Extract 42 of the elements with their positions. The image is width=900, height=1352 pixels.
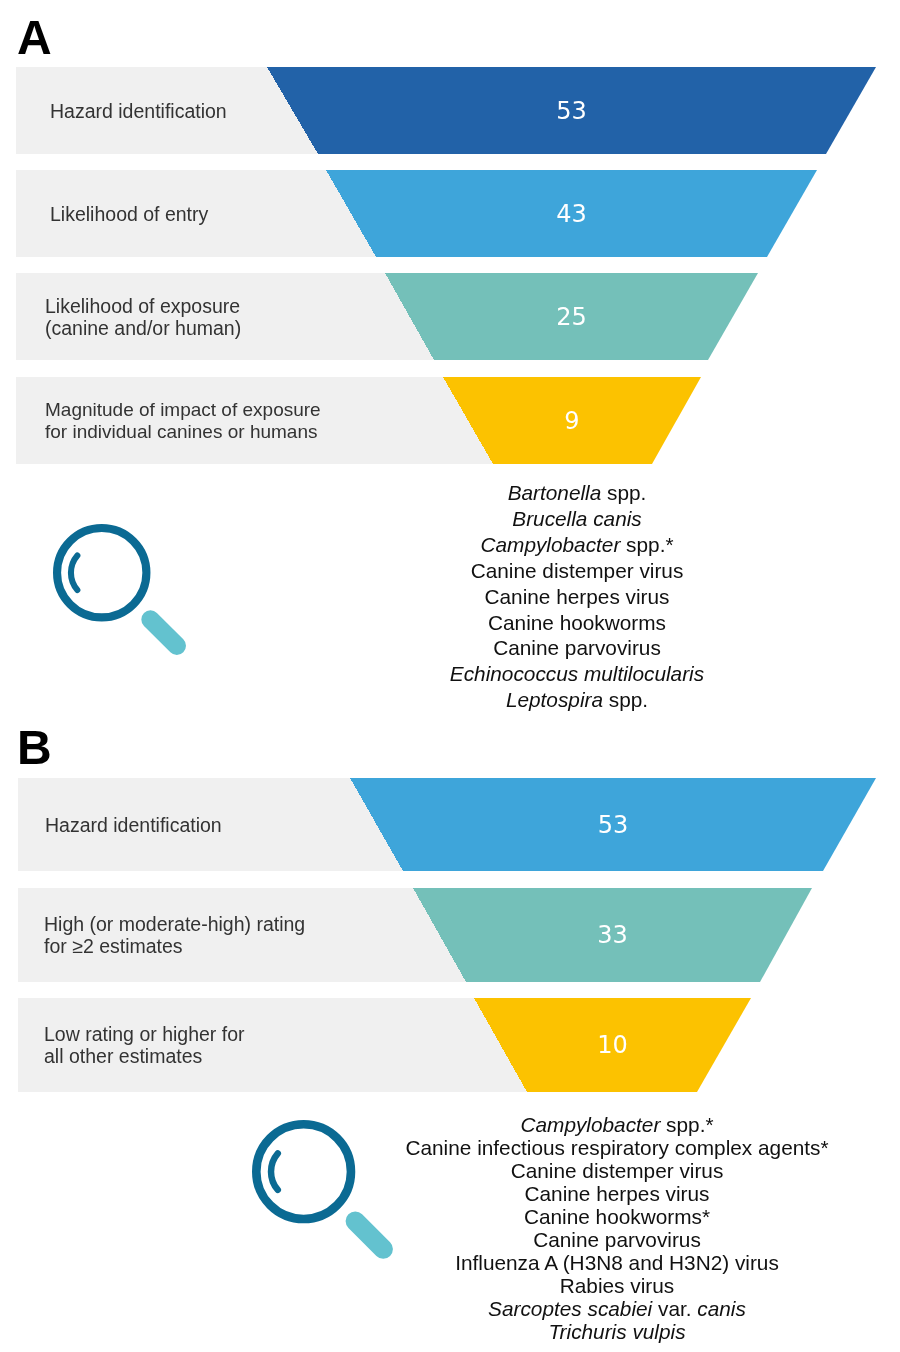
pathogen-name: Rabies virus: [559, 1274, 675, 1297]
pathogen-name: Canine parvovirus: [533, 1228, 701, 1251]
stage-band: [16, 273, 385, 360]
stage-label: Likelihood of exposure (canine and/or human): [45, 294, 243, 339]
count-label: 53: [597, 810, 629, 839]
pathogen-name: Trichuris vulpis: [548, 1320, 686, 1343]
stage-band: [18, 888, 413, 982]
panel-letter: B: [17, 724, 52, 772]
pathogen-name: Bartonella spp.: [507, 480, 647, 506]
stage-band: [18, 778, 350, 871]
stage-band: [16, 377, 443, 464]
pathogen-name: Canine infectious respiratory complex agents*: [405, 1136, 829, 1159]
count-label: 43: [556, 199, 587, 228]
stage-label: Low rating or higher for all other estimates: [44, 1023, 246, 1067]
pathogen-name: Brucella canis: [512, 505, 642, 532]
stage-band: [16, 170, 326, 257]
panel-letter: A: [17, 14, 52, 62]
count-label: 10: [597, 1031, 628, 1059]
stage-label: Magnitude of impact of exposure for individual canines or humans: [45, 398, 322, 443]
pathogen-name: Leptospira spp.: [505, 687, 649, 714]
pathogen-name: Canine distemper virus: [510, 1159, 724, 1182]
pathogen-name: Echinococcus multilocularis: [449, 661, 705, 688]
count-label: 33: [597, 921, 628, 949]
pathogen-name: Canine hookworms: [488, 609, 666, 636]
stage-label: Likelihood of entry: [50, 202, 209, 225]
stage-label: Hazard identification: [45, 813, 222, 836]
pathogen-name: Canine hookworms*: [523, 1205, 711, 1228]
pathogen-name: Influenza A (H3N8 and H3N2) virus: [455, 1251, 779, 1274]
stage-label: High (or moderate-high) rating for ≥2 estimates: [44, 913, 307, 957]
count-label: 9: [564, 406, 580, 435]
count-label: 25: [556, 302, 587, 331]
stage-band: [18, 998, 474, 1092]
stage-label: Hazard identification: [50, 99, 227, 122]
pathogen-name: Campylobacter spp.*: [480, 531, 674, 558]
pathogen-name: Canine herpes virus: [524, 1182, 710, 1205]
pathogen-name: Canine parvovirus: [493, 635, 661, 662]
pathogen-name: Campylobacter spp.*: [520, 1113, 714, 1136]
count-label: 53: [556, 96, 587, 125]
pathogen-name: Canine distemper virus: [470, 557, 684, 584]
pathogen-name: Canine herpes virus: [484, 583, 670, 610]
pathogen-name: Sarcoptes scabiei var. canis: [488, 1297, 746, 1320]
stage-band: [16, 67, 267, 154]
